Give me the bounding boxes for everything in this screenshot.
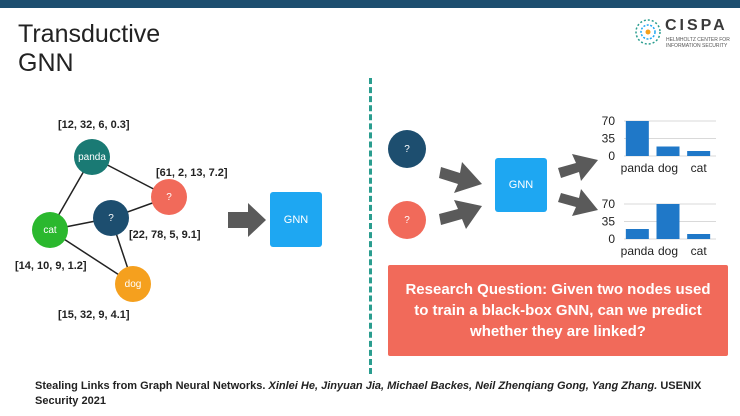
node-dog: dog [115, 266, 151, 302]
y-tick-label: 35 [602, 215, 616, 229]
citation: Stealing Links from Graph Neural Network… [35, 379, 715, 409]
logo-subtitle-1: HELMHOLTZ CENTER FOR [666, 37, 730, 43]
x-tick-label: cat [691, 244, 708, 258]
node-unknown-blue-label: ? [108, 212, 114, 224]
node-unknown-blue: ? [93, 200, 129, 236]
node-unknown-red-label: ? [166, 191, 172, 203]
cispa-emblem-icon [635, 19, 661, 45]
citation-authors: Xinlei He, Jinyuan Jia, Michael Backes, … [268, 380, 658, 392]
arrow-gnn-to-chart-top [558, 154, 598, 181]
bar [656, 146, 680, 156]
gnn-box-right: GNN [495, 158, 547, 212]
bar [687, 151, 711, 156]
bar [625, 121, 649, 156]
bar [625, 229, 649, 239]
node-panda-label: panda [78, 151, 106, 163]
node-unknown-red: ? [151, 179, 187, 215]
title-line-1: Transductive [18, 20, 161, 48]
node-cat: cat [32, 212, 68, 248]
research-question-box: Research Question: Given two nodes used … [388, 265, 728, 356]
bar [687, 234, 711, 239]
logo-subtitle-2: INFORMATION SECURITY [666, 43, 728, 49]
logo-subtitle: HELMHOLTZ CENTER FOR INFORMATION SECURIT… [666, 37, 736, 49]
y-tick-label: 35 [602, 132, 616, 146]
citation-title: Stealing Links from Graph Neural Network… [35, 380, 266, 392]
top-bar [0, 0, 740, 8]
y-tick-label: 70 [602, 114, 616, 128]
arrow-red-to-gnn [439, 200, 482, 229]
x-tick-label: cat [691, 161, 708, 175]
y-tick-label: 0 [608, 149, 615, 163]
features-unknown-red: [61, 2, 13, 7.2] [156, 167, 228, 179]
arrow-gnn-to-chart-bottom [558, 189, 598, 216]
node-dog-label: dog [124, 278, 142, 290]
x-tick-label: panda [621, 161, 655, 175]
slide-title: Transductive GNN [18, 20, 160, 78]
y-tick-label: 0 [608, 232, 615, 246]
features-unknown-blue: [22, 78, 5, 9.1] [129, 229, 201, 241]
gnn-box-left-label: GNN [283, 213, 309, 226]
right-node-blue-label: ? [404, 143, 410, 155]
features-cat: [14, 10, 9, 1.2] [15, 260, 87, 272]
right-node-red-label: ? [404, 214, 410, 226]
x-tick-label: panda [621, 244, 655, 258]
cispa-logo: CISPA HELMHOLTZ CENTER FOR INFORMATION S… [633, 17, 733, 51]
right-node-blue: ? [388, 130, 426, 168]
node-cat-label: cat [43, 224, 57, 236]
y-tick-label: 70 [602, 197, 616, 211]
right-node-red: ? [388, 201, 426, 239]
gnn-box-left: GNN [270, 192, 322, 247]
logo-name: CISPA [665, 17, 728, 34]
title-line-2: GNN [18, 49, 74, 77]
gnn-box-right-label: GNN [508, 179, 534, 191]
features-dog: [15, 32, 9, 4.1] [58, 309, 130, 321]
section-divider [369, 78, 372, 374]
bar [656, 204, 680, 239]
arrow-to-gnn-left [228, 203, 266, 237]
x-tick-label: dog [658, 244, 678, 258]
features-panda: [12, 32, 6, 0.3] [58, 119, 130, 131]
research-question-text: Research Question: Given two nodes used … [405, 281, 711, 340]
arrow-blue-to-gnn [439, 162, 482, 193]
node-panda: panda [74, 139, 110, 175]
citation-venue: USENIX Security 2021 [35, 380, 702, 407]
x-tick-label: dog [658, 161, 678, 175]
